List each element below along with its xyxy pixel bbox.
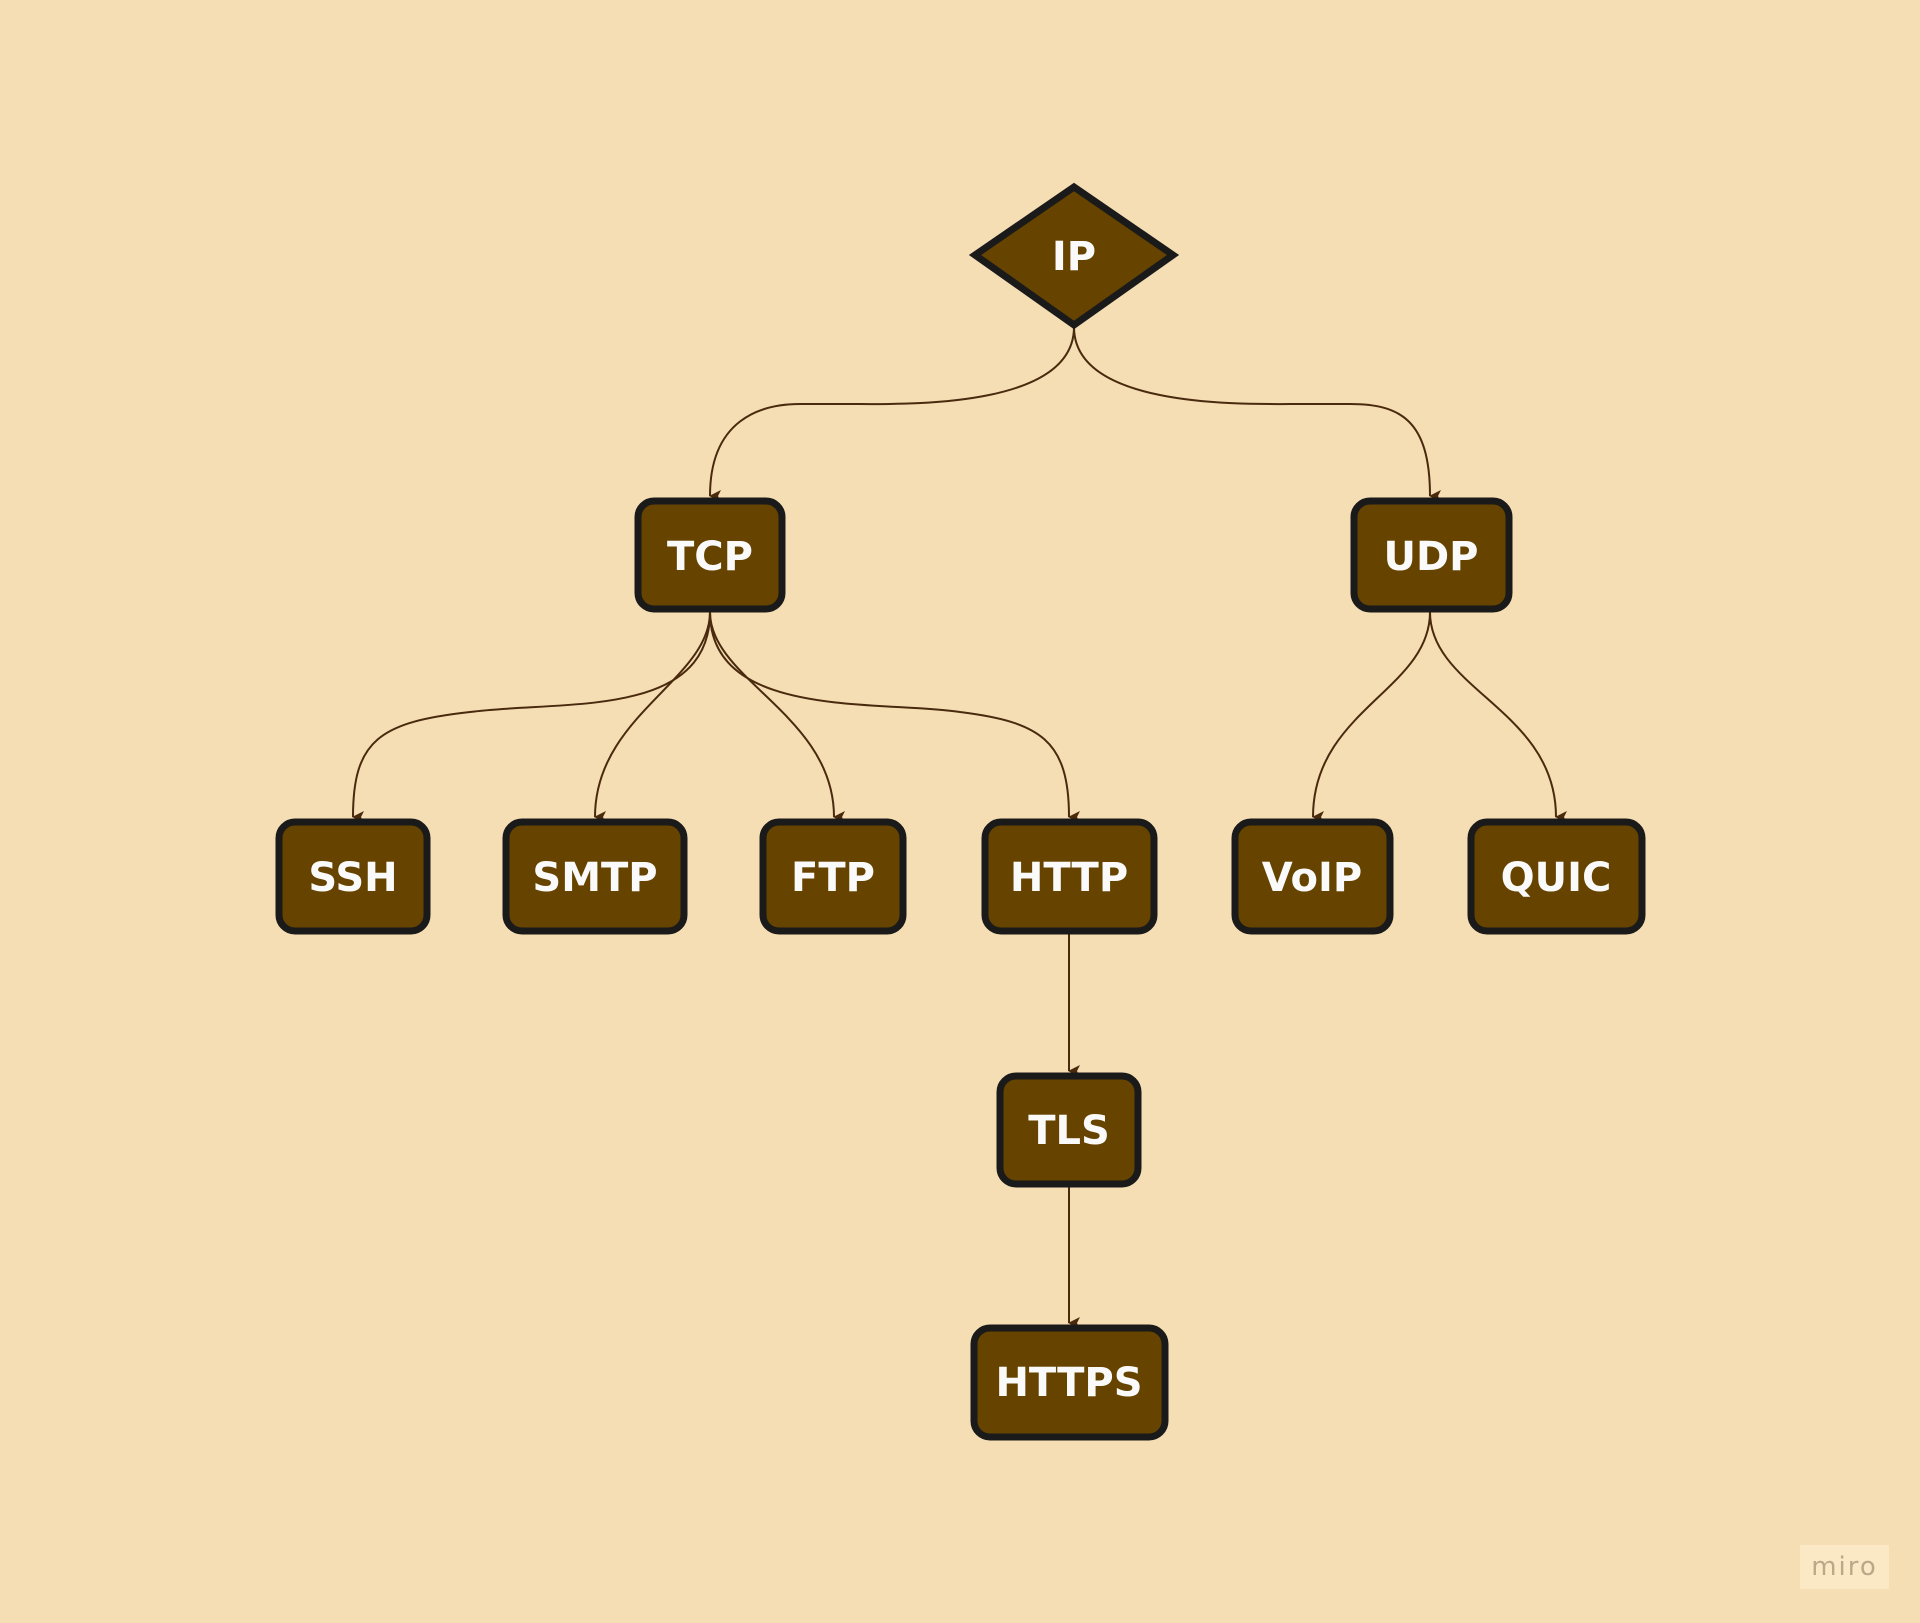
node-quic[interactable]: QUIC [1467, 818, 1646, 935]
node-udp[interactable]: UDP [1350, 497, 1513, 613]
node-ip-label: IP [1052, 234, 1096, 280]
node-ssh-label: SSH [308, 855, 397, 901]
miro-watermark: miro [1800, 1545, 1889, 1589]
node-ftp[interactable]: FTP [759, 818, 907, 935]
node-http[interactable]: HTTP [981, 818, 1158, 935]
node-smtp[interactable]: SMTP [502, 818, 688, 935]
node-ssh[interactable]: SSH [275, 818, 431, 935]
edge-tcp-ftp [709, 611, 846, 823]
node-udp-label: UDP [1384, 534, 1479, 580]
edge-ip-udp [1073, 326, 1442, 502]
node-ftp-label: FTP [791, 855, 875, 901]
edge-udp-voip [1312, 611, 1431, 824]
node-smtp-label: SMTP [532, 855, 657, 901]
node-ip[interactable]: IP [968, 182, 1180, 330]
node-tls-label: TLS [1028, 1108, 1110, 1154]
node-voip[interactable]: VoIP [1231, 818, 1394, 935]
node-https-label: HTTPS [995, 1360, 1142, 1406]
edge-tcp-ssh [352, 611, 711, 824]
node-voip-label: VoIP [1262, 855, 1362, 901]
node-tcp[interactable]: TCP [634, 497, 786, 613]
node-quic-label: QUIC [1501, 855, 1612, 901]
node-http-label: HTTP [1010, 855, 1128, 901]
edge-tcp-http [709, 611, 1081, 823]
edge-ip-tcp [709, 326, 1075, 503]
node-tls[interactable]: TLS [996, 1072, 1142, 1188]
node-https[interactable]: HTTPS [970, 1324, 1169, 1441]
node-tcp-label: TCP [667, 534, 753, 580]
edge-tcp-smtp [594, 611, 711, 824]
edge-udp-quic [1429, 611, 1568, 823]
